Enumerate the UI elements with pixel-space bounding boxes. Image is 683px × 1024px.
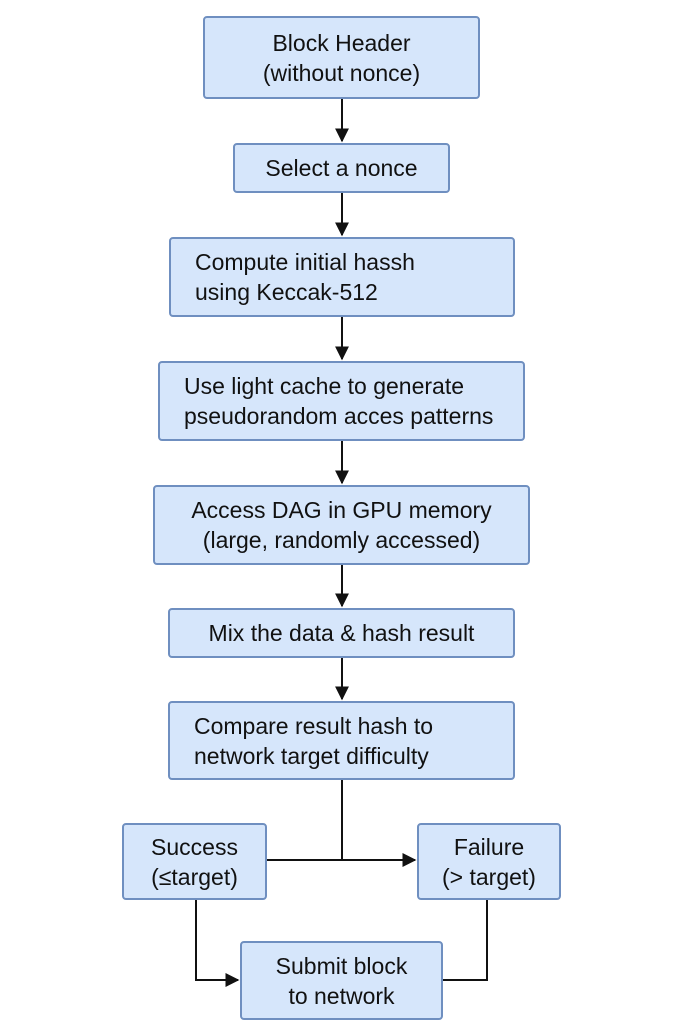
arrow-success-to-submit (195, 900, 240, 987)
mix-data-label: Mix the data & hash result (208, 620, 475, 646)
submit-block-node: Submit block to network (240, 941, 443, 1020)
block-header-node: Block Header (without nonce) (203, 16, 480, 99)
compare-line2: network target difficulty (194, 742, 429, 769)
compute-hash-node: Compute initial hassh using Keccak-512 (169, 237, 515, 317)
light-cache-node: Use light cache to generate pseudorandom… (158, 361, 525, 441)
mix-data-node: Mix the data & hash result (168, 608, 515, 658)
access-dag-node: Access DAG in GPU memory (large, randoml… (153, 485, 530, 565)
submit-line2: to network (288, 982, 395, 1009)
failure-line2: (> target) (442, 863, 536, 890)
success-line2: (≤target) (151, 863, 238, 890)
access-dag-line2: (large, randomly accessed) (202, 527, 481, 553)
line-failure-to-submit (443, 900, 488, 981)
compute-hash-line1: Compute initial hassh (195, 249, 415, 275)
failure-line1: Failure (453, 833, 525, 860)
light-cache-line1: Use light cache to generate (184, 373, 465, 399)
compare-line1: Compare result hash to (194, 712, 434, 739)
success-node: Success (≤target) (122, 823, 267, 900)
block-header-line1: Block Header (272, 29, 411, 56)
block-header-line2: (without nonce) (262, 59, 421, 86)
compare-node: Compare result hash to network target di… (168, 701, 515, 780)
light-cache-line2: pseudorandom acces patterns (184, 403, 494, 429)
submit-line1: Submit block (275, 952, 408, 979)
success-line1: Success (151, 833, 238, 860)
compute-hash-line2: using Keccak-512 (195, 279, 378, 305)
failure-node: Failure (> target) (417, 823, 561, 900)
access-dag-line1: Access DAG in GPU memory (191, 497, 492, 523)
select-nonce-label: Select a nonce (265, 155, 418, 181)
select-nonce-node: Select a nonce (233, 143, 450, 193)
